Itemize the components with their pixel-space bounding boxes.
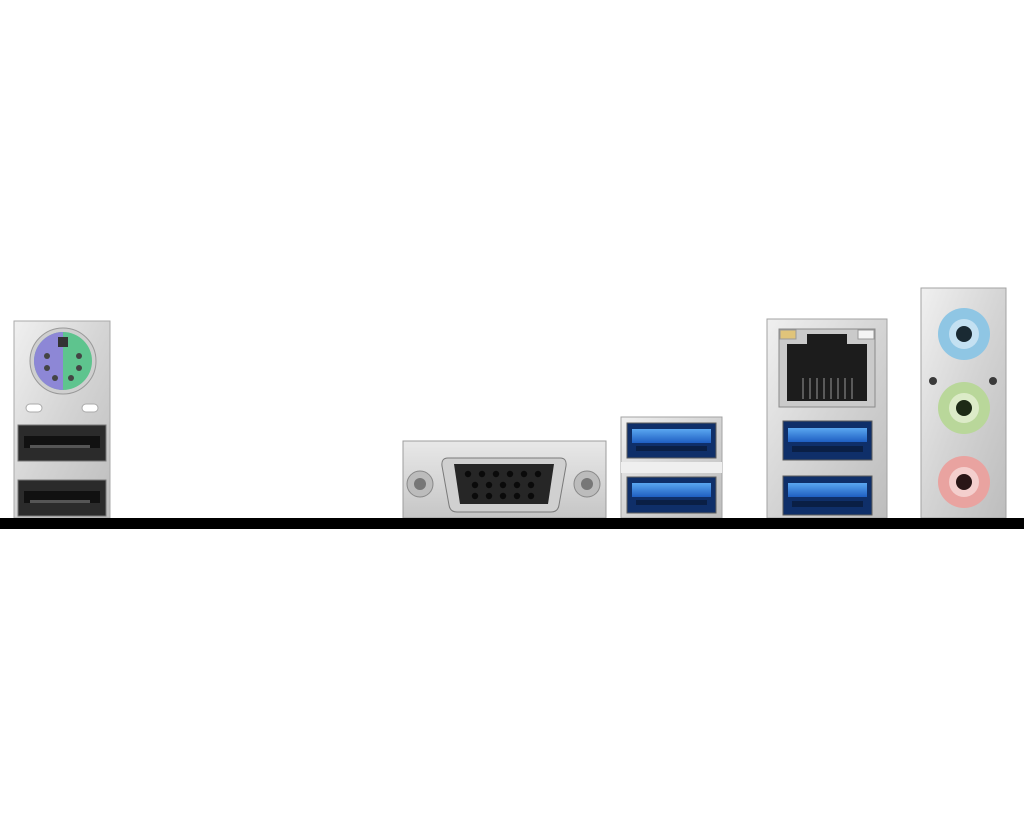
vga-port: [402, 440, 607, 519]
usb3-port-middle-top: [626, 422, 717, 459]
ps2-combo-port: [29, 327, 97, 395]
audio-jack-stack: [920, 287, 1007, 519]
audio-jack-green: [938, 382, 990, 434]
lan-usb3-stack: [766, 318, 888, 519]
audio-jack-blue: [938, 308, 990, 360]
vga-screw-left: [406, 470, 434, 498]
usb3-port-middle-bottom: [626, 476, 717, 514]
usb3-port-right-bottom: [782, 475, 873, 516]
left-port-stack: [13, 320, 111, 519]
rj45-lan-port: [778, 328, 876, 408]
usb2-port-bottom: [17, 479, 107, 517]
usb3-dual-stack-middle: [620, 416, 723, 519]
usb2-port-top: [17, 424, 107, 462]
usb3-port-right-top: [782, 420, 873, 461]
pcb-edge-bar: [0, 518, 1024, 529]
audio-jack-pink: [938, 456, 990, 508]
vga-screw-right: [573, 470, 601, 498]
